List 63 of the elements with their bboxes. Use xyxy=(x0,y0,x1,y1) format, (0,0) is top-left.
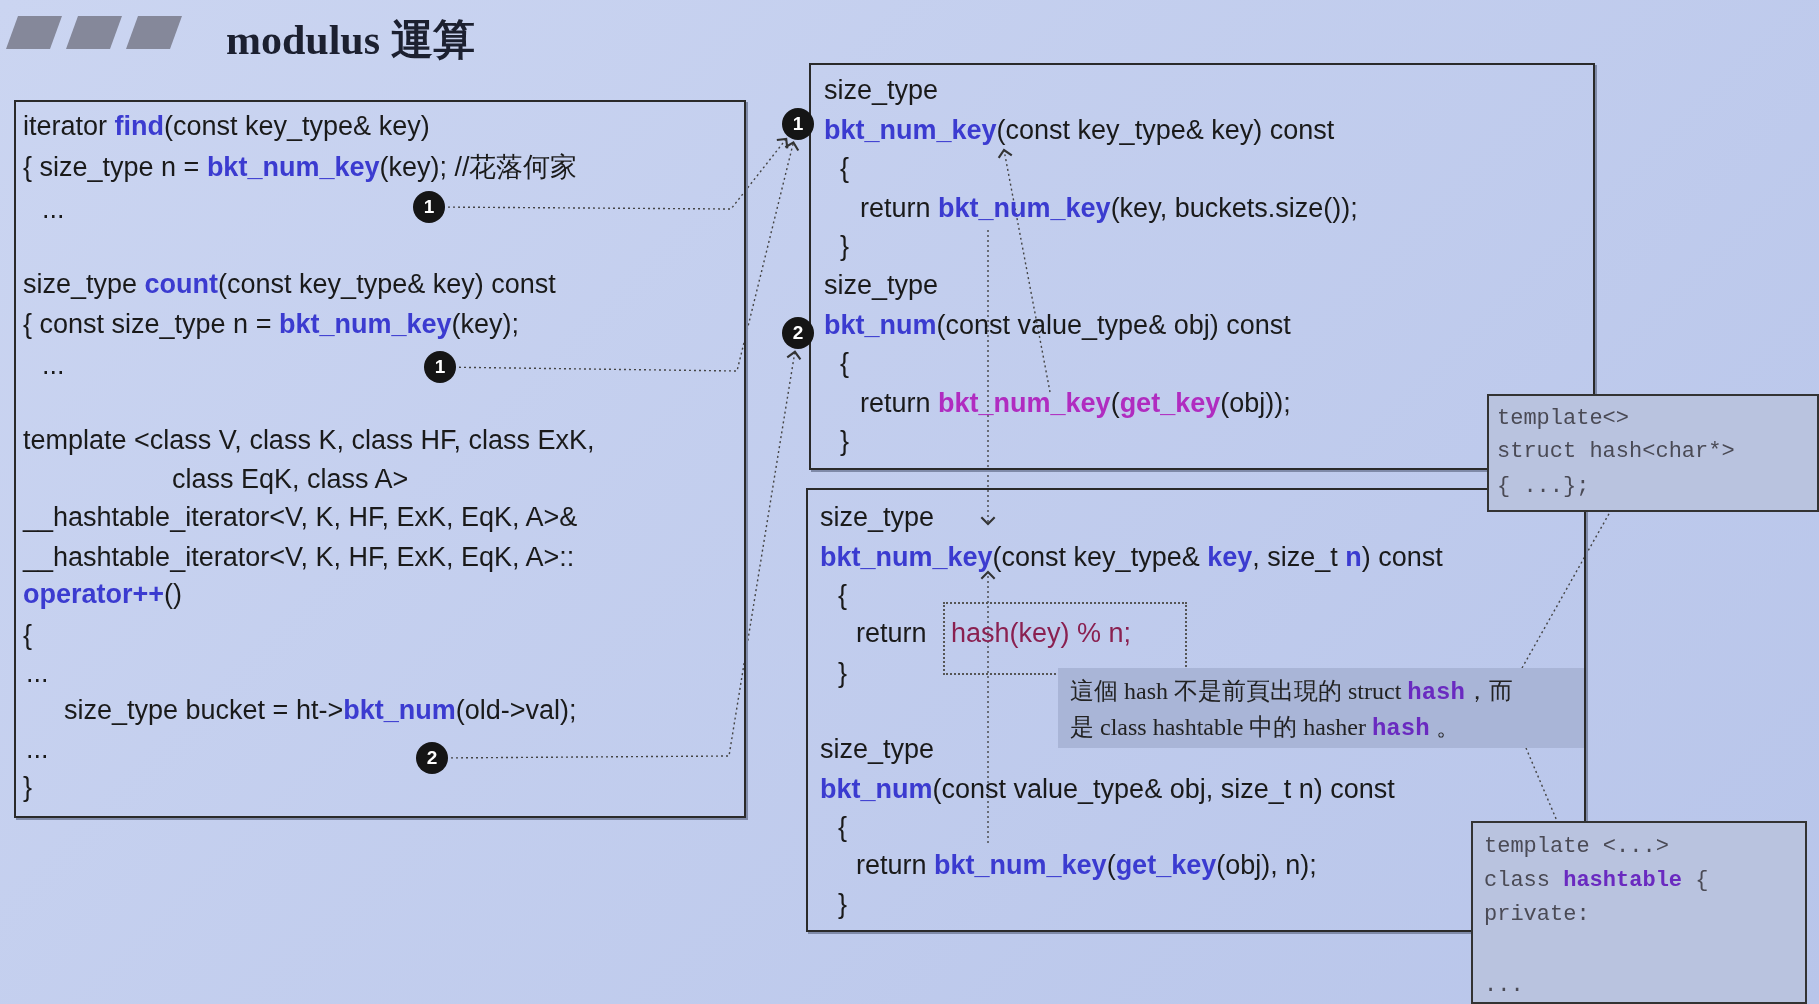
note-text: 這個 hash 不是前頁出現的 struct hash，而是 class hashtable 中的 hasher hash 。 xyxy=(1070,677,1514,744)
code-line: { xyxy=(838,579,848,612)
code-line: ... xyxy=(42,349,65,382)
code-line: { xyxy=(840,347,850,380)
code-line: bkt_num_key(const key_type& key, size_t n) const xyxy=(820,541,1443,574)
code-line: private: xyxy=(1484,901,1590,929)
code-line: iterator find(const key_type& key) xyxy=(23,110,430,143)
callout-number: 2 xyxy=(782,317,814,349)
code-snippet-tooltip xyxy=(1471,821,1807,1004)
code-line: operator++() xyxy=(23,578,183,611)
code-line: template<> xyxy=(1497,405,1630,433)
code-line: { xyxy=(23,619,33,652)
code-line: { size_type n = bkt_num_key(key); //花落何家 xyxy=(23,151,578,184)
code-line: return bkt_num_key(get_key(obj)); xyxy=(860,387,1291,420)
arrow xyxy=(997,148,1051,393)
code-line: } xyxy=(23,771,33,804)
code-line: struct hash<char*> xyxy=(1497,438,1735,466)
code-line: class EqK, class A> xyxy=(172,463,409,496)
callout-number: 1 xyxy=(413,191,445,223)
code-line: size_type bucket = ht->bkt_num(old->val); xyxy=(64,694,577,727)
code-line: } xyxy=(838,657,848,690)
code-line: ... xyxy=(26,657,49,690)
code-line: return bkt_num_key(get_key(obj), n); xyxy=(856,849,1317,882)
callout-number: 1 xyxy=(782,108,814,140)
code-line: hash(key) % n; xyxy=(951,617,1132,650)
code-line: size_type xyxy=(820,501,935,534)
code-snippet-tooltip xyxy=(1487,394,1819,512)
code-line: bkt_num(const value_type& obj) const xyxy=(824,309,1291,342)
code-line: size_type count(const key_type& key) const xyxy=(23,268,556,301)
code-line: { ...}; xyxy=(1497,473,1590,501)
code-line: { const size_type n = bkt_num_key(key); xyxy=(23,308,519,341)
code-line: __hashtable_iterator<V, K, HF, ExK, EqK, A>:: xyxy=(23,541,575,574)
code-line: } xyxy=(840,425,850,458)
slide-title: modulus 運算 xyxy=(226,16,475,65)
arrow xyxy=(458,141,800,372)
code-line: bkt_num_key(const key_type& key) const xyxy=(824,114,1335,147)
arrow xyxy=(447,137,789,210)
code-line: template <class V, class K, class HF, class ExK, xyxy=(23,424,595,457)
arrow xyxy=(450,350,802,759)
code-line: size_type xyxy=(824,74,939,107)
code-line: ... xyxy=(1484,972,1524,1000)
code-line: ... xyxy=(42,193,65,226)
code-line: class hashtable { xyxy=(1484,867,1709,895)
code-line: __hashtable_iterator<V, K, HF, ExK, EqK, A>& xyxy=(23,501,578,534)
code-line: template <...> xyxy=(1484,833,1669,861)
leader-line xyxy=(1521,511,1611,669)
code-line: size_type xyxy=(820,733,935,766)
arrow xyxy=(980,229,996,526)
arrow xyxy=(980,570,996,844)
code-line: ... xyxy=(26,733,49,766)
callout-number: 2 xyxy=(416,742,448,774)
code-panel xyxy=(14,100,746,818)
code-line: size_type xyxy=(824,269,939,302)
code-line: return xyxy=(856,617,927,650)
code-line: bkt_num(const value_type& obj, size_t n) const xyxy=(820,773,1395,806)
code-line: { xyxy=(838,811,848,844)
callout-number: 1 xyxy=(424,351,456,383)
code-line: } xyxy=(838,888,848,921)
code-line: { xyxy=(840,152,850,185)
code-line: return bkt_num_key(key, buckets.size()); xyxy=(860,192,1358,225)
note-tooltip xyxy=(1058,668,1584,748)
code-line: } xyxy=(840,230,850,263)
leader-line xyxy=(1525,747,1558,822)
